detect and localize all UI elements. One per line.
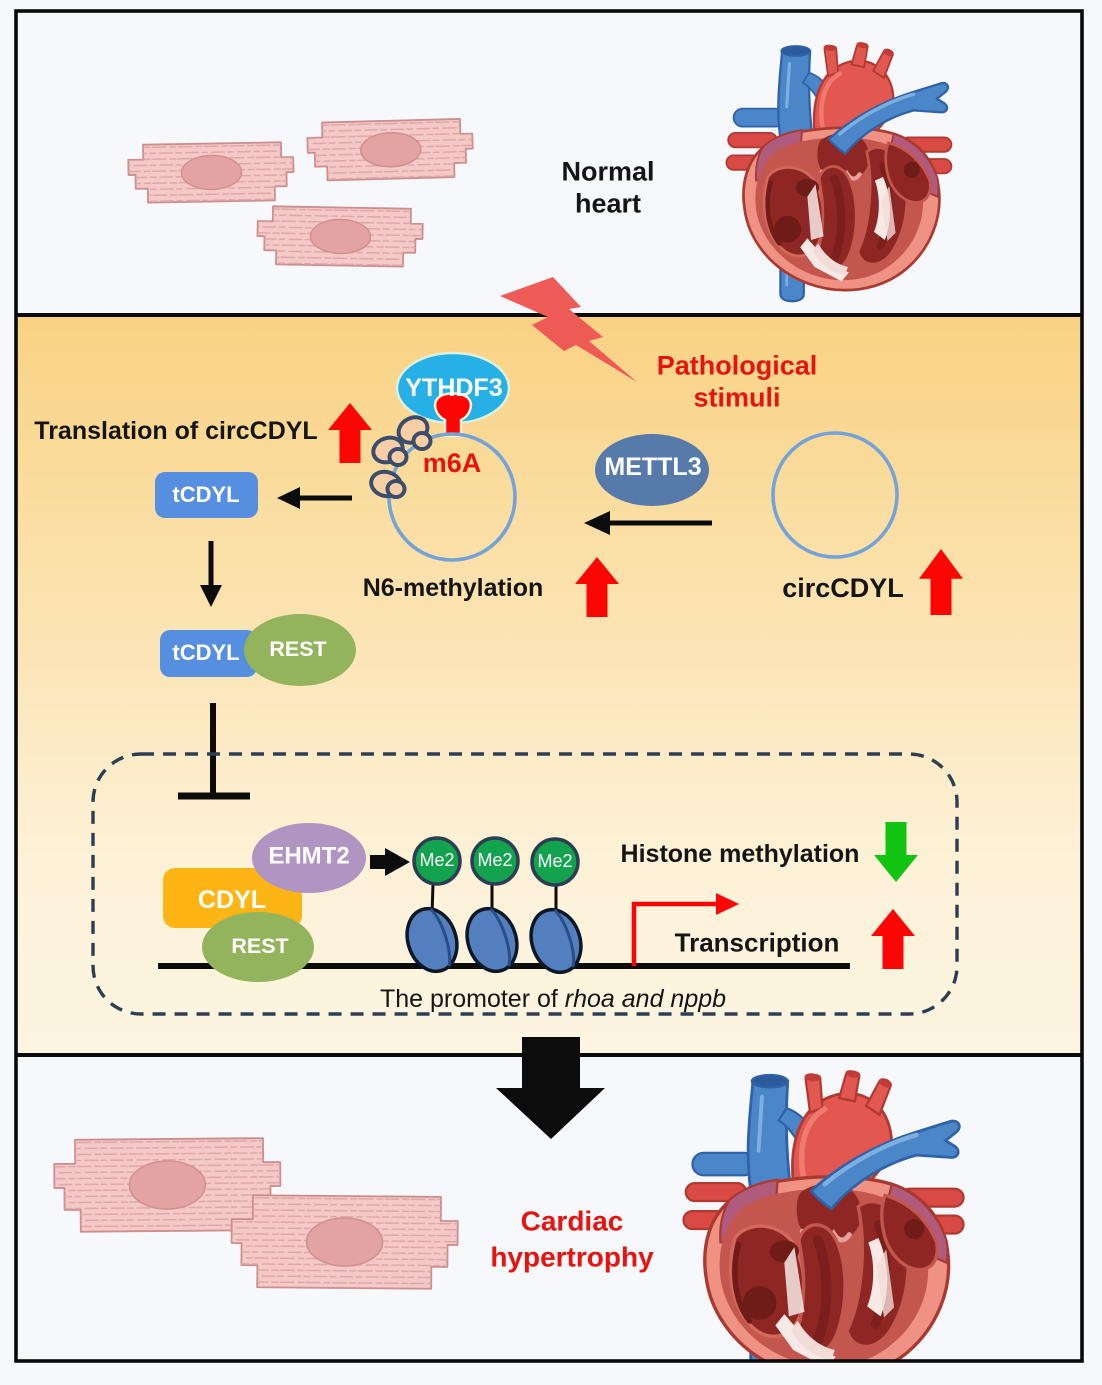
nucleosome-group	[405, 836, 583, 975]
arrow-tcdyl-down	[200, 541, 222, 607]
block-arrow-ehmt2-icon	[370, 848, 410, 876]
inhibition-tbar	[178, 703, 250, 800]
cardiomyocyte-large-icon	[230, 1194, 459, 1290]
me2-label: Me2	[537, 851, 573, 872]
rest-protein-promoter	[202, 912, 314, 982]
tcdyl-label: tCDYL	[172, 481, 240, 507]
cardiac-hypertrophy-label: Cardiac hypertrophy	[490, 1205, 654, 1272]
lightning-bolt-icon	[500, 277, 637, 382]
mettl3-label: METTL3	[604, 453, 702, 481]
cardiomyocyte-icon	[127, 141, 295, 204]
normal-heart-label: Normal heart	[561, 156, 655, 219]
promoter-dashed-box	[91, 752, 959, 1016]
me2-label: Me2	[419, 850, 455, 871]
me2-label: Me2	[477, 850, 513, 871]
promoter-prefix: The promoter of	[379, 985, 558, 1013]
m6a-label: m6A	[422, 447, 482, 478]
transcription-label: Transcription	[674, 927, 840, 958]
cdyl-label: CDYL	[197, 886, 267, 914]
arrow-circcdyl-to-methylation	[584, 511, 712, 535]
circcdyl-circle	[771, 431, 899, 559]
ehmt2-label: EHMT2	[268, 842, 350, 870]
circcdyl-label: circCDYL	[782, 572, 904, 603]
mettl3-protein	[595, 434, 709, 506]
rest-label: REST	[269, 637, 327, 662]
methyl-bead-cluster	[369, 415, 433, 499]
cardiomyocyte-large-icon	[53, 1137, 282, 1233]
cardiomyocyte-icon	[306, 117, 475, 182]
rest-protein	[244, 614, 356, 686]
histone-methylation-label: Histone methylation	[620, 840, 860, 868]
transcription-start-arrow	[631, 893, 739, 966]
consequence-arrow	[496, 1037, 605, 1139]
rest-promoter-label: REST	[231, 934, 289, 959]
tcdyl-complex-label: tCDYL	[172, 639, 240, 665]
tcdyl-box-complex	[160, 630, 257, 677]
me2-mark	[412, 836, 462, 886]
translation-label: Translation of circCDYL	[34, 417, 318, 445]
promoter-label: The promoter of rhoa and nppb	[380, 984, 726, 1014]
me2-mark	[470, 836, 520, 886]
ythdf3-label: YTHDF3	[405, 374, 503, 402]
pathological-stimuli-label: Pathological stimuli	[656, 350, 818, 413]
n6-methylation-label: N6-methylation	[362, 574, 544, 602]
figure-frame	[14, 9, 1084, 1363]
promoter-genes: rhoa and nppb	[564, 985, 727, 1013]
arrow-circle-to-tcdyl	[277, 487, 352, 509]
ehmt2-protein	[252, 823, 366, 893]
tcdyl-box	[155, 472, 258, 518]
me2-mark	[530, 837, 580, 887]
m6a-pin-icon	[433, 392, 473, 438]
cardiomyocyte-icon	[256, 205, 424, 268]
